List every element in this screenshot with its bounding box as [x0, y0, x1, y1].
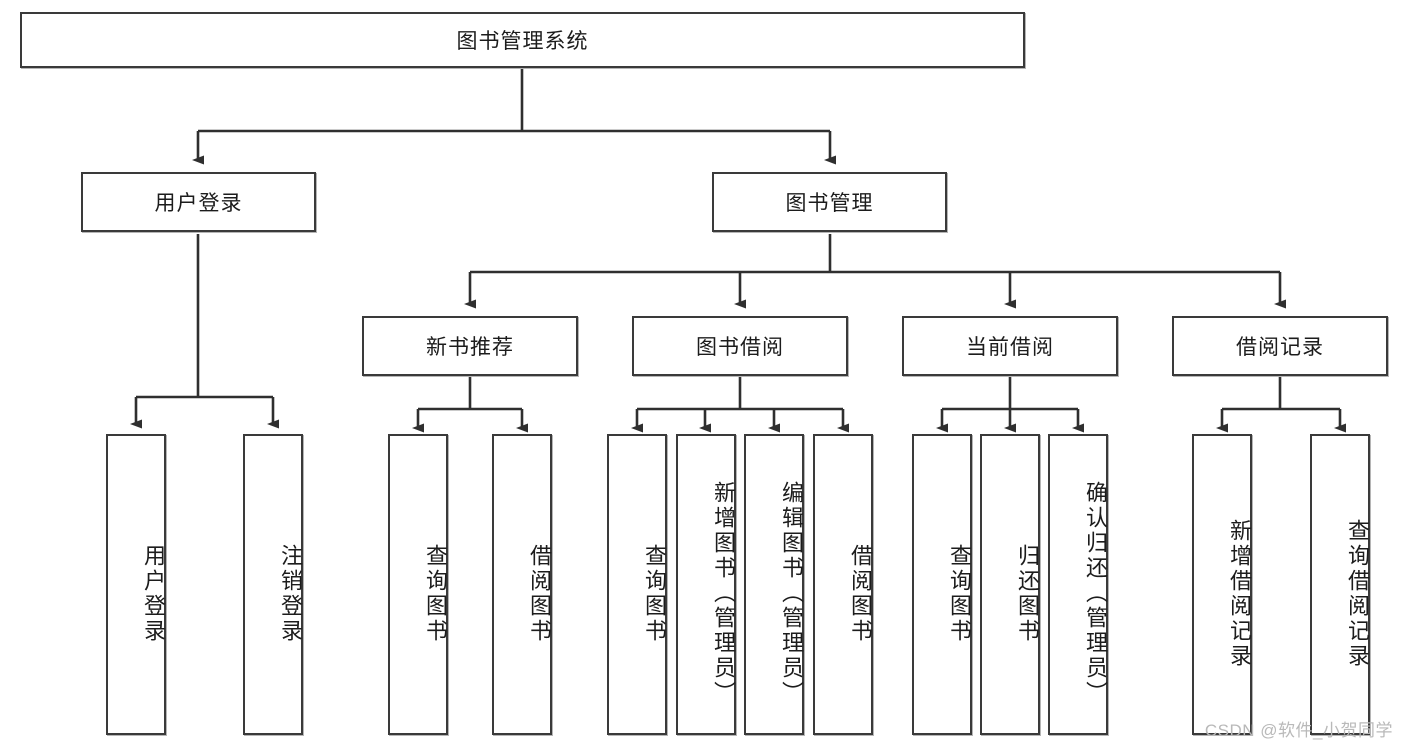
leaf-query-book-current[interactable]: 查询图书: [912, 434, 972, 735]
node-current-borrow[interactable]: 当前借阅: [902, 316, 1118, 376]
leaf-query-borrow-record[interactable]: 查询借阅记录: [1310, 434, 1370, 735]
leaf-borrow-book-recommend[interactable]: 借阅图书: [492, 434, 552, 735]
leaf-confirm-return-admin[interactable]: 确认归还（管理员）: [1048, 434, 1108, 735]
leaf-user-login[interactable]: 用户登录: [106, 434, 166, 735]
leaf-edit-book-admin[interactable]: 编辑图书（管理员）: [744, 434, 804, 735]
node-user-login[interactable]: 用户登录: [81, 172, 316, 232]
leaf-add-book-admin[interactable]: 新增图书（管理员）: [676, 434, 736, 735]
node-new-book-recommend[interactable]: 新书推荐: [362, 316, 578, 376]
node-book-manage[interactable]: 图书管理: [712, 172, 947, 232]
node-book-borrow[interactable]: 图书借阅: [632, 316, 848, 376]
node-root-system[interactable]: 图书管理系统: [20, 12, 1025, 68]
leaf-logout-login[interactable]: 注销登录: [243, 434, 303, 735]
leaf-borrow-book[interactable]: 借阅图书: [813, 434, 873, 735]
watermark-credit: CSDN @软件_小贺同学: [1204, 721, 1393, 740]
leaf-query-book-recommend[interactable]: 查询图书: [388, 434, 448, 735]
leaf-return-book[interactable]: 归还图书: [980, 434, 1040, 735]
leaf-query-book-borrow[interactable]: 查询图书: [607, 434, 667, 735]
node-borrow-record[interactable]: 借阅记录: [1172, 316, 1388, 376]
leaf-add-borrow-record[interactable]: 新增借阅记录: [1192, 434, 1252, 735]
